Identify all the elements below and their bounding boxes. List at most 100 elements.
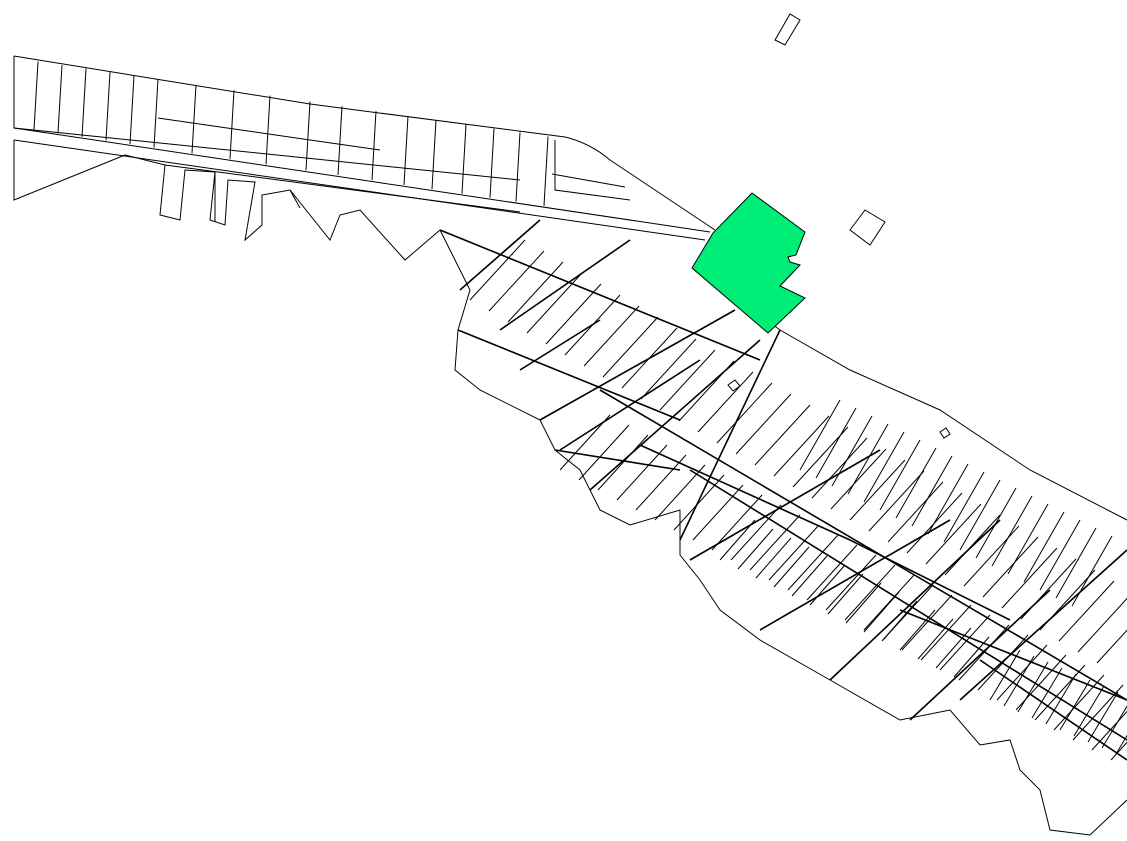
grid-lot-a-7 <box>602 316 659 378</box>
grid-lot-b-47 <box>806 544 858 601</box>
street-sw-ne-0 <box>459 219 541 291</box>
street-sw-ne-6 <box>679 329 781 541</box>
grid-lot-a-25 <box>944 514 1001 576</box>
grid-lot-a-16 <box>773 415 830 477</box>
grid-lot-a-21 <box>868 470 925 532</box>
north-lot-line-17 <box>543 136 549 206</box>
grid-lot-b-60 <box>1053 674 1105 731</box>
grid-lot-c-75 <box>975 487 1017 559</box>
grid-lot-c-66 <box>831 415 873 487</box>
grid-lot-a-30 <box>1039 569 1096 631</box>
grid-lot-a-8 <box>621 327 678 389</box>
grid-lot-b-49 <box>844 564 896 621</box>
grid-lot-a-18 <box>811 437 868 499</box>
grid-lot-c-64 <box>799 399 841 471</box>
street-sw-ne-11 <box>959 549 1127 701</box>
street-sw-ne-3 <box>539 309 736 421</box>
grid-lot-a-33 <box>1096 629 1127 664</box>
street-sw-ne-10 <box>909 589 1051 721</box>
grid-lot-a-31 <box>1058 580 1115 642</box>
grid-lot-b-46 <box>787 534 839 591</box>
street-nw-se-0 <box>439 229 761 361</box>
west-triangle-parcel <box>13 140 126 201</box>
isolated-parcel-east <box>849 209 886 246</box>
grid-lot-c-68 <box>863 431 905 503</box>
highlighted-parcel[interactable] <box>691 192 806 334</box>
street-nw-se-4 <box>639 444 851 541</box>
grid-lot-c-79 <box>1039 519 1081 591</box>
north-strip-top-edge <box>13 55 716 231</box>
grid-lot-a-13 <box>716 382 773 444</box>
grid-lot-c-78 <box>1023 511 1065 583</box>
north-road-upper-line <box>13 127 711 233</box>
grid-lot-c-69 <box>879 439 921 511</box>
street-sw-ne-5 <box>589 339 761 491</box>
north-lot-line-8 <box>265 95 271 165</box>
grid-lot-b-37 <box>616 444 668 501</box>
grid-lot-a-2 <box>507 261 564 323</box>
grid-lot-a-11 <box>678 360 735 422</box>
grid-lot-a-15 <box>754 404 811 466</box>
north-lot-line-11 <box>371 111 377 181</box>
grid-lot-e-98 <box>1017 661 1049 713</box>
grid-lot-b-45 <box>768 524 820 581</box>
north-lot-line-16 <box>515 132 521 202</box>
north-lot-line-14 <box>461 124 467 194</box>
grid-lot-b-48 <box>825 554 877 611</box>
grid-lot-e-96 <box>989 649 1021 701</box>
street-nw-se-2 <box>554 449 681 471</box>
grid-lot-a-22 <box>887 481 944 543</box>
grid-lot-a-32 <box>1077 597 1127 653</box>
grid-lot-b-36 <box>597 434 649 491</box>
grid-lot-c-74 <box>959 479 1001 551</box>
grid-lot-d-91 <box>881 600 918 642</box>
street-sw-ne-2 <box>519 319 601 371</box>
south-lot-b <box>289 189 301 209</box>
north-lot-line-13 <box>431 120 437 190</box>
grid-lot-a-3 <box>526 272 583 334</box>
grid-lot-d-93 <box>917 618 954 660</box>
street-sw-ne-4 <box>559 359 701 451</box>
grid-lot-c-71 <box>911 455 953 527</box>
street-sw-ne-8 <box>759 519 951 631</box>
grid-lot-d-92 <box>899 609 936 651</box>
grid-lot-b-53 <box>920 604 972 661</box>
north-lot-line-0 <box>33 61 39 130</box>
grid-lot-c-76 <box>991 495 1033 567</box>
grid-lot-b-41 <box>692 484 744 541</box>
grid-lot-a-29 <box>1020 558 1077 620</box>
north-lot-line-2 <box>81 68 87 137</box>
north-east-parcel <box>554 140 631 201</box>
grid-lot-e-97 <box>1003 655 1035 707</box>
tiny-parcel-1 <box>727 379 741 392</box>
grid-lot-a-6 <box>583 305 640 367</box>
grid-lot-b-35 <box>578 424 630 481</box>
grid-lot-b-56 <box>977 634 1029 691</box>
street-sw-ne-1 <box>499 239 631 331</box>
grid-lot-b-42 <box>711 494 763 551</box>
grid-lot-e-105 <box>1115 734 1127 755</box>
street-nw-se-1 <box>457 329 681 421</box>
grid-lot-e-100 <box>1045 673 1077 725</box>
north-lot-line-9 <box>305 101 311 171</box>
grid-lot-b-39 <box>654 464 706 521</box>
grid-lot-a-1 <box>488 250 545 312</box>
north-lot-line-3 <box>105 72 111 141</box>
grid-lot-d-95 <box>953 636 990 678</box>
grid-lot-c-67 <box>847 423 889 495</box>
grid-lot-d-94 <box>935 627 972 669</box>
grid-lot-c-70 <box>895 447 937 519</box>
grid-lot-a-4 <box>545 283 602 345</box>
grid-lot-a-20 <box>849 459 906 521</box>
north-lot-line-7 <box>229 90 235 159</box>
grid-lot-b-55 <box>958 624 1010 681</box>
grid-lot-c-80 <box>1055 527 1097 599</box>
grid-lot-a-14 <box>735 393 792 455</box>
grid-lot-b-59 <box>1034 664 1086 721</box>
grid-lot-b-44 <box>749 514 801 571</box>
grid-lot-d-90 <box>863 591 900 633</box>
north-lot-line-5 <box>153 79 159 148</box>
north-strip-left-edge <box>13 56 521 181</box>
